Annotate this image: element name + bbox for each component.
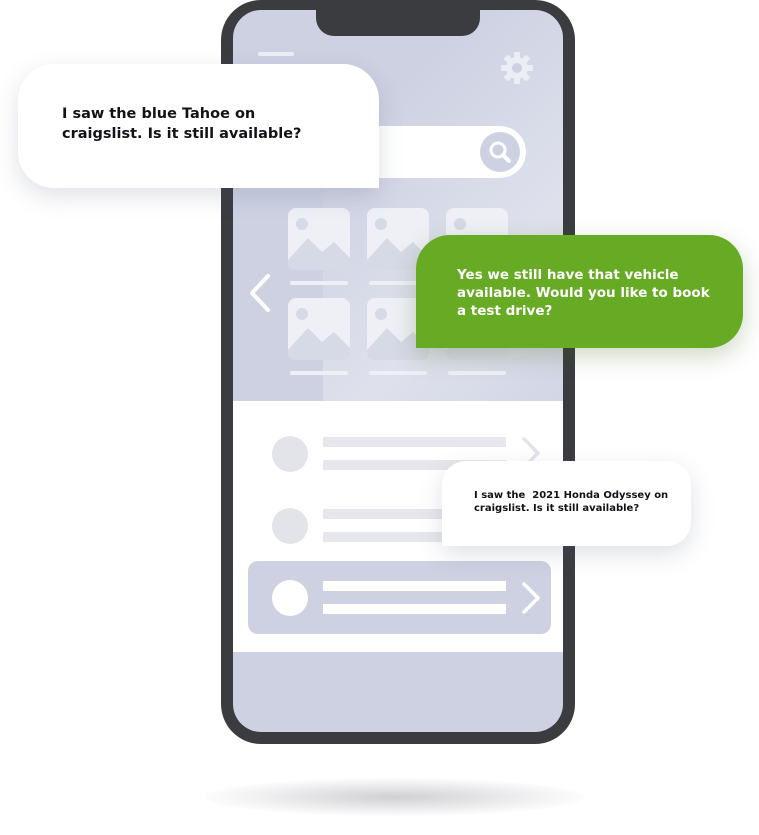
list-item-line [323,604,506,614]
image-placeholder-icon[interactable] [367,298,429,360]
list-item-line [323,460,506,470]
avatar [272,508,308,544]
thumbnail-caption [290,371,348,375]
avatar [272,436,308,472]
search-button[interactable] [480,132,520,172]
chevron-left-icon[interactable] [248,272,272,314]
thumbnail-caption [290,281,348,285]
avatar [272,580,308,616]
message-text: Yes we still have that vehicle available… [457,267,710,319]
message-text: I saw the blue Tahoe on craigslist. Is i… [62,106,302,142]
image-placeholder-icon[interactable] [288,208,350,270]
message-text: I saw the 2021 Honda Odyssey on craigsli… [474,490,672,514]
phone-notch [316,0,480,36]
list-item-line [323,437,506,447]
image-placeholder-icon[interactable] [288,298,350,360]
chat-bubble-incoming: I saw the 2021 Honda Odyssey on craigsli… [442,461,691,546]
list-item-line [323,509,506,519]
list-item-line [323,532,506,542]
phone-shadow [205,778,585,816]
chat-bubble-incoming: I saw the blue Tahoe on craigslist. Is i… [18,64,379,188]
chevron-right-icon[interactable] [520,581,542,615]
thumbnail-caption [369,281,427,285]
list-item-line [323,581,506,591]
hamburger-icon[interactable] [258,52,294,56]
chat-bubble-reply: Yes we still have that vehicle available… [416,235,743,348]
gear-icon[interactable] [499,50,535,86]
search-icon [489,141,511,163]
thumbnail-caption [369,371,427,375]
image-placeholder-icon[interactable] [367,208,429,270]
thumbnail-caption [448,371,506,375]
